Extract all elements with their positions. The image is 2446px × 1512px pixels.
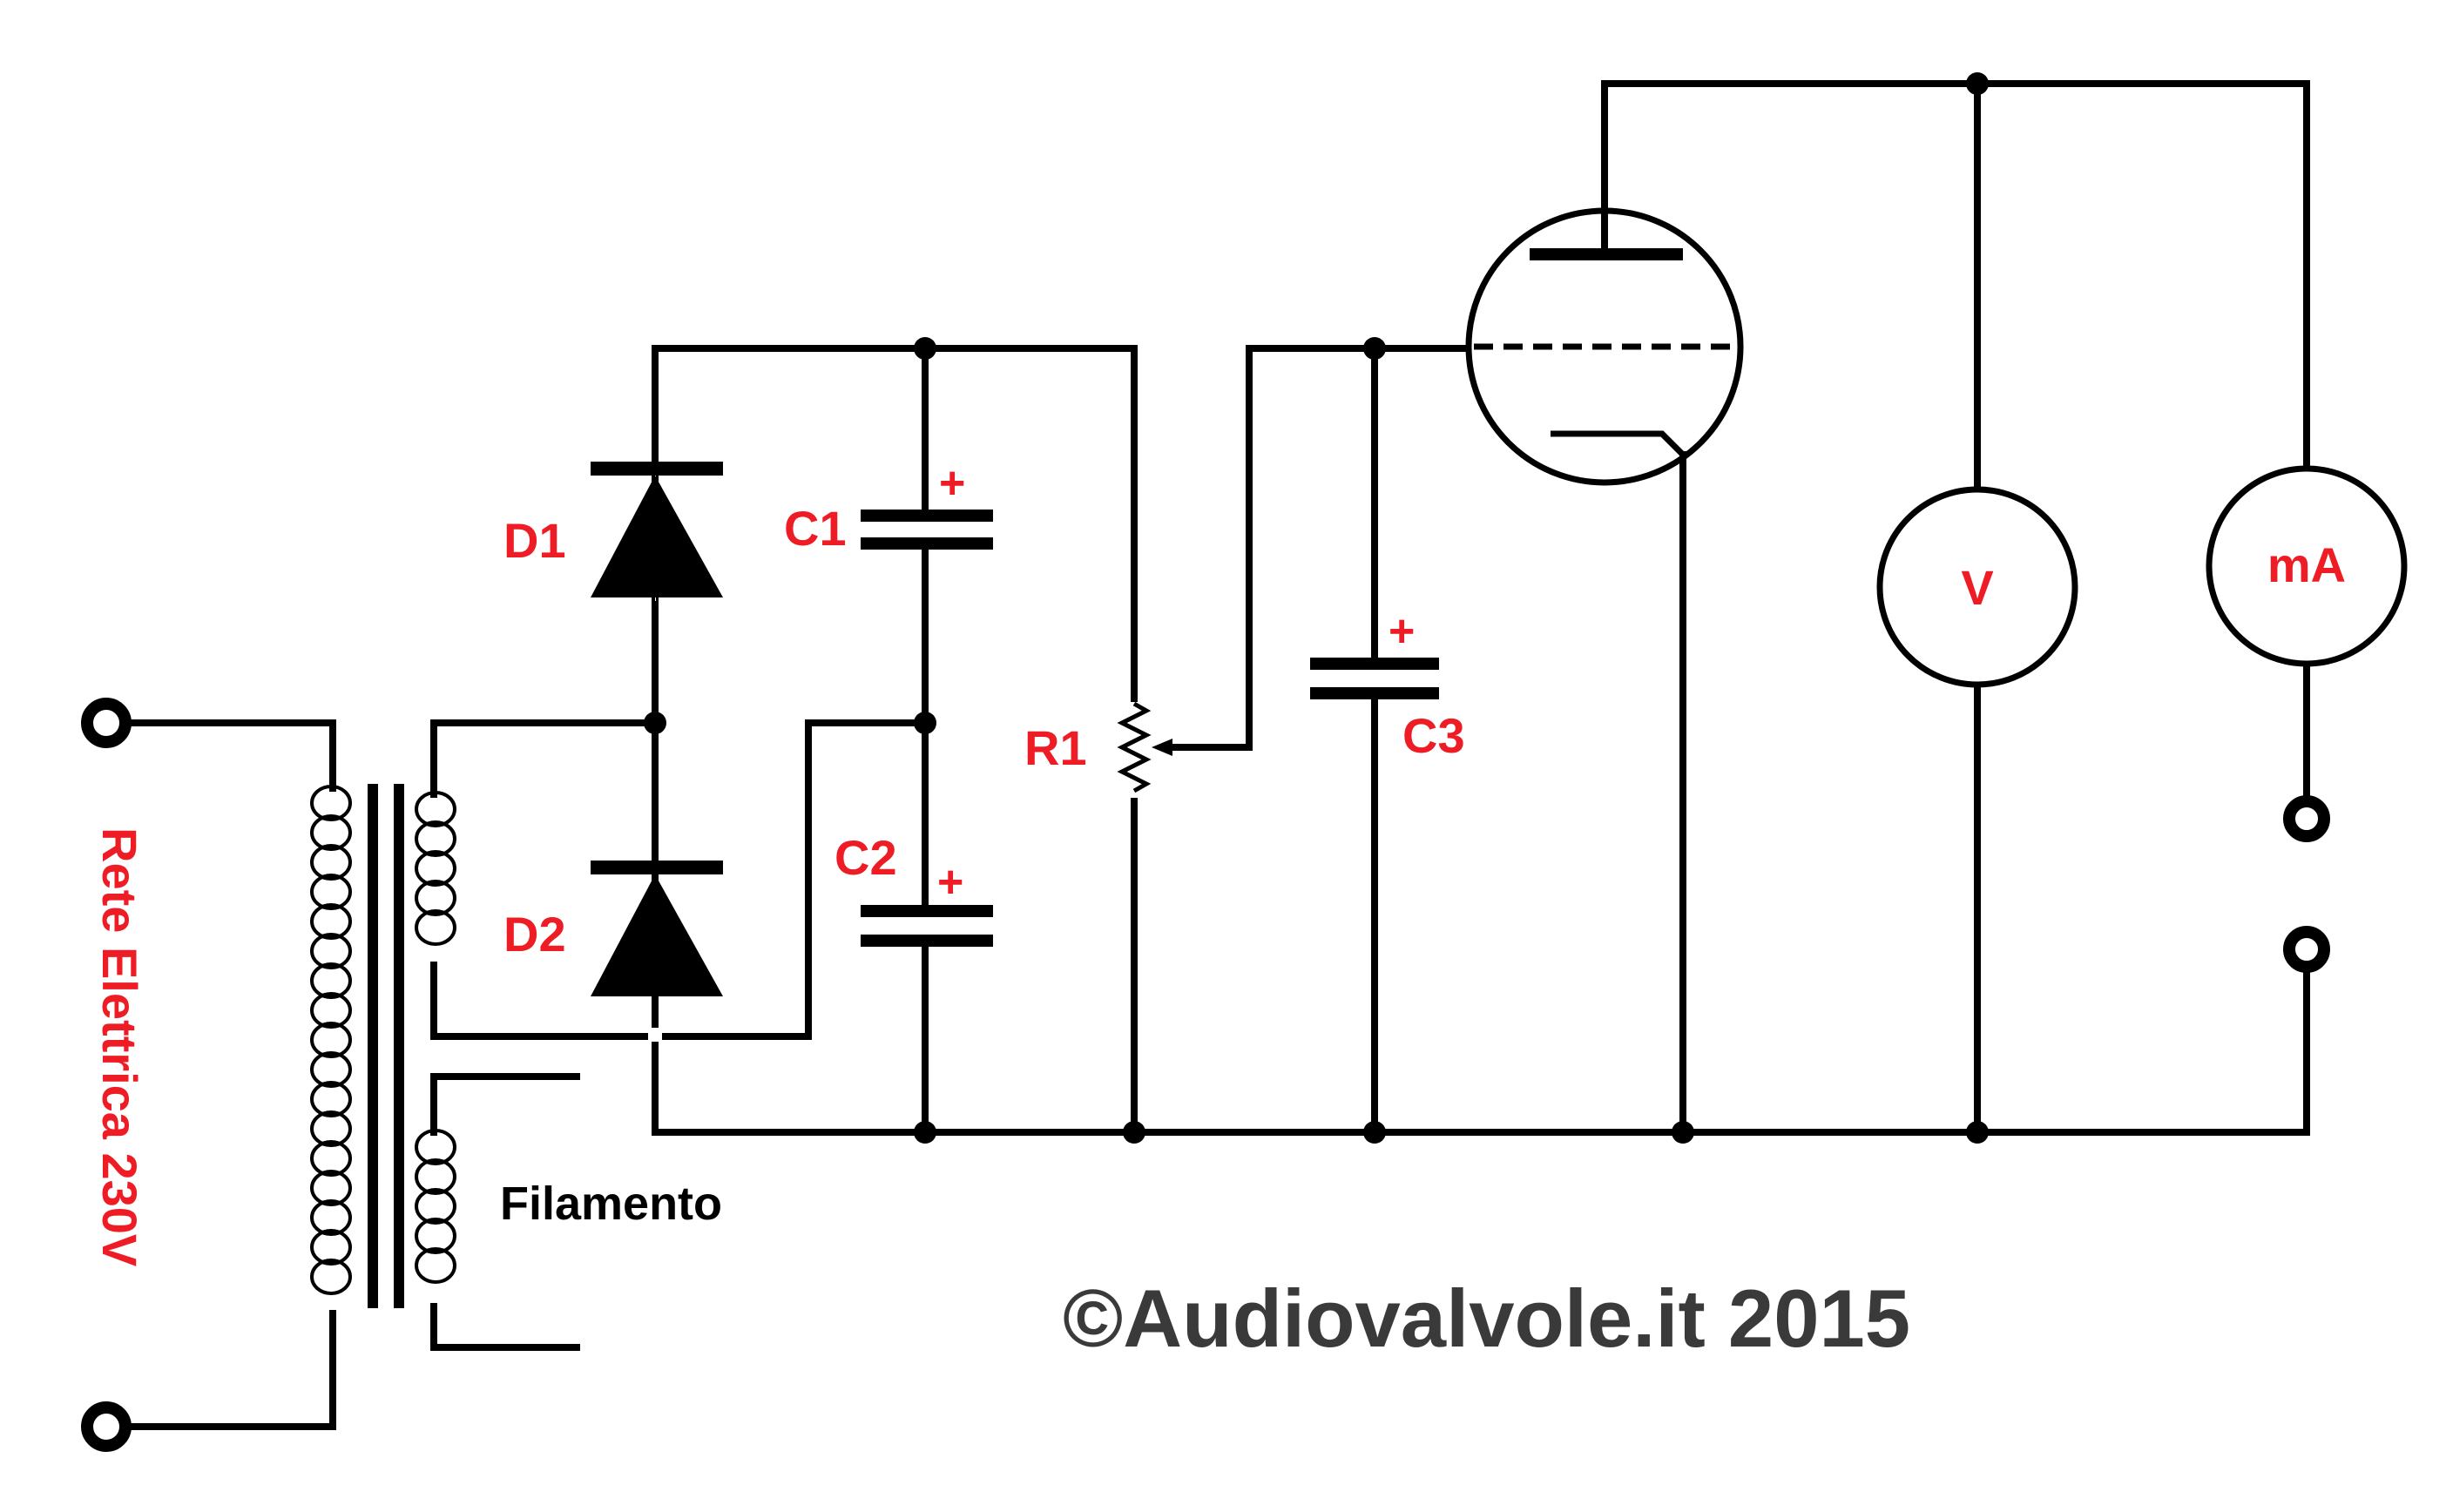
coil-turn	[310, 874, 352, 910]
triode-tube[interactable]	[1465, 207, 1744, 486]
mains-wire-bottom	[122, 1310, 336, 1430]
capacitor-c2[interactable]	[861, 905, 993, 947]
label-ammeter: mA	[2267, 537, 2346, 592]
top-rail	[652, 345, 1138, 1136]
copyright-text: ©Audiovalvole.it 2015	[1063, 1272, 1910, 1364]
capacitor-c3[interactable]	[1310, 658, 1439, 699]
junction-dot	[1123, 1121, 1145, 1144]
voltmeter[interactable]	[1876, 486, 2078, 688]
coil-turn	[310, 962, 352, 999]
hv-secondary-bottom-lead	[430, 719, 929, 1040]
capacitor-c1[interactable]	[861, 510, 993, 550]
potentiometer-r1[interactable]	[1117, 701, 1152, 793]
label-d1: D1	[503, 513, 566, 568]
coil-turn	[415, 880, 456, 916]
label-mains: Rete Elettrica 230V	[92, 827, 147, 1266]
ammeter-terminal-top[interactable]	[2283, 795, 2330, 842]
coil-turn	[310, 1110, 352, 1147]
coil-turn	[415, 1218, 456, 1254]
junction-dot	[1672, 1121, 1694, 1144]
secondary-hv-winding	[415, 791, 456, 946]
label-c3-plus: +	[1389, 606, 1415, 657]
coil-turn	[310, 1259, 352, 1295]
tube-cathode	[1551, 430, 1686, 457]
coil-turn	[310, 903, 352, 940]
label-c2: C2	[834, 830, 897, 885]
coil-turn	[310, 1199, 352, 1236]
wiper-arrow	[1152, 739, 1172, 756]
diode-d2[interactable]	[591, 861, 723, 996]
filament-winding	[415, 1129, 456, 1284]
coil-turn	[310, 1022, 352, 1058]
ammeter-terminal-bottom[interactable]	[2283, 926, 2330, 973]
coil-turn	[415, 1247, 456, 1284]
label-c2-plus: +	[937, 857, 963, 908]
diode-d1-body	[591, 476, 723, 597]
diode-d2-body	[591, 874, 723, 996]
label-r1: R1	[1024, 720, 1087, 775]
mains-wire-top	[122, 719, 336, 792]
label-filament: Filamento	[500, 1178, 722, 1230]
mains-terminal-top[interactable]	[81, 698, 132, 748]
junction-dot	[914, 1121, 936, 1144]
wiper-wire	[1162, 345, 1378, 751]
coil-turn	[415, 1188, 456, 1225]
junction-dot	[914, 712, 936, 734]
coil-turn	[310, 844, 352, 881]
primary-winding	[310, 785, 352, 1295]
label-voltmeter: V	[1961, 560, 1993, 615]
coil-turn	[310, 1081, 352, 1117]
junctions	[644, 72, 1989, 1144]
coil-turn	[415, 909, 456, 946]
junction-dot	[644, 712, 666, 734]
coil-turn	[310, 1170, 352, 1206]
hv-secondary-top-lead	[430, 719, 659, 798]
coil-turn	[310, 992, 352, 1029]
label-c1-plus: +	[939, 458, 965, 509]
label-c1: C1	[784, 501, 847, 556]
coil-turn	[310, 1140, 352, 1177]
junction-dot	[1363, 337, 1386, 360]
junction-dot	[1363, 1121, 1386, 1144]
coil-turn	[415, 820, 456, 857]
ammeter[interactable]	[2206, 465, 2408, 667]
filament-bottom-lead	[430, 1303, 580, 1351]
coil-turn	[310, 1051, 352, 1088]
diode-d1[interactable]	[591, 462, 723, 601]
mains-terminal-bottom[interactable]	[81, 1401, 132, 1452]
coil-turn	[415, 1158, 456, 1195]
junction-dot	[1966, 1121, 1989, 1144]
plate-wire	[1601, 80, 2310, 470]
label-c3: C3	[1402, 708, 1465, 763]
transformer	[310, 784, 456, 1308]
coil-turn	[310, 814, 352, 851]
mains-input	[81, 698, 336, 1452]
junction-dot	[1966, 72, 1989, 95]
coil-turn	[310, 933, 352, 969]
label-d2: D2	[503, 907, 566, 962]
filament-top-lead	[430, 1073, 580, 1136]
junction-dot	[914, 337, 936, 360]
coil-turn	[310, 785, 352, 821]
coil-turn	[310, 1229, 352, 1266]
coil-turn	[415, 850, 456, 887]
